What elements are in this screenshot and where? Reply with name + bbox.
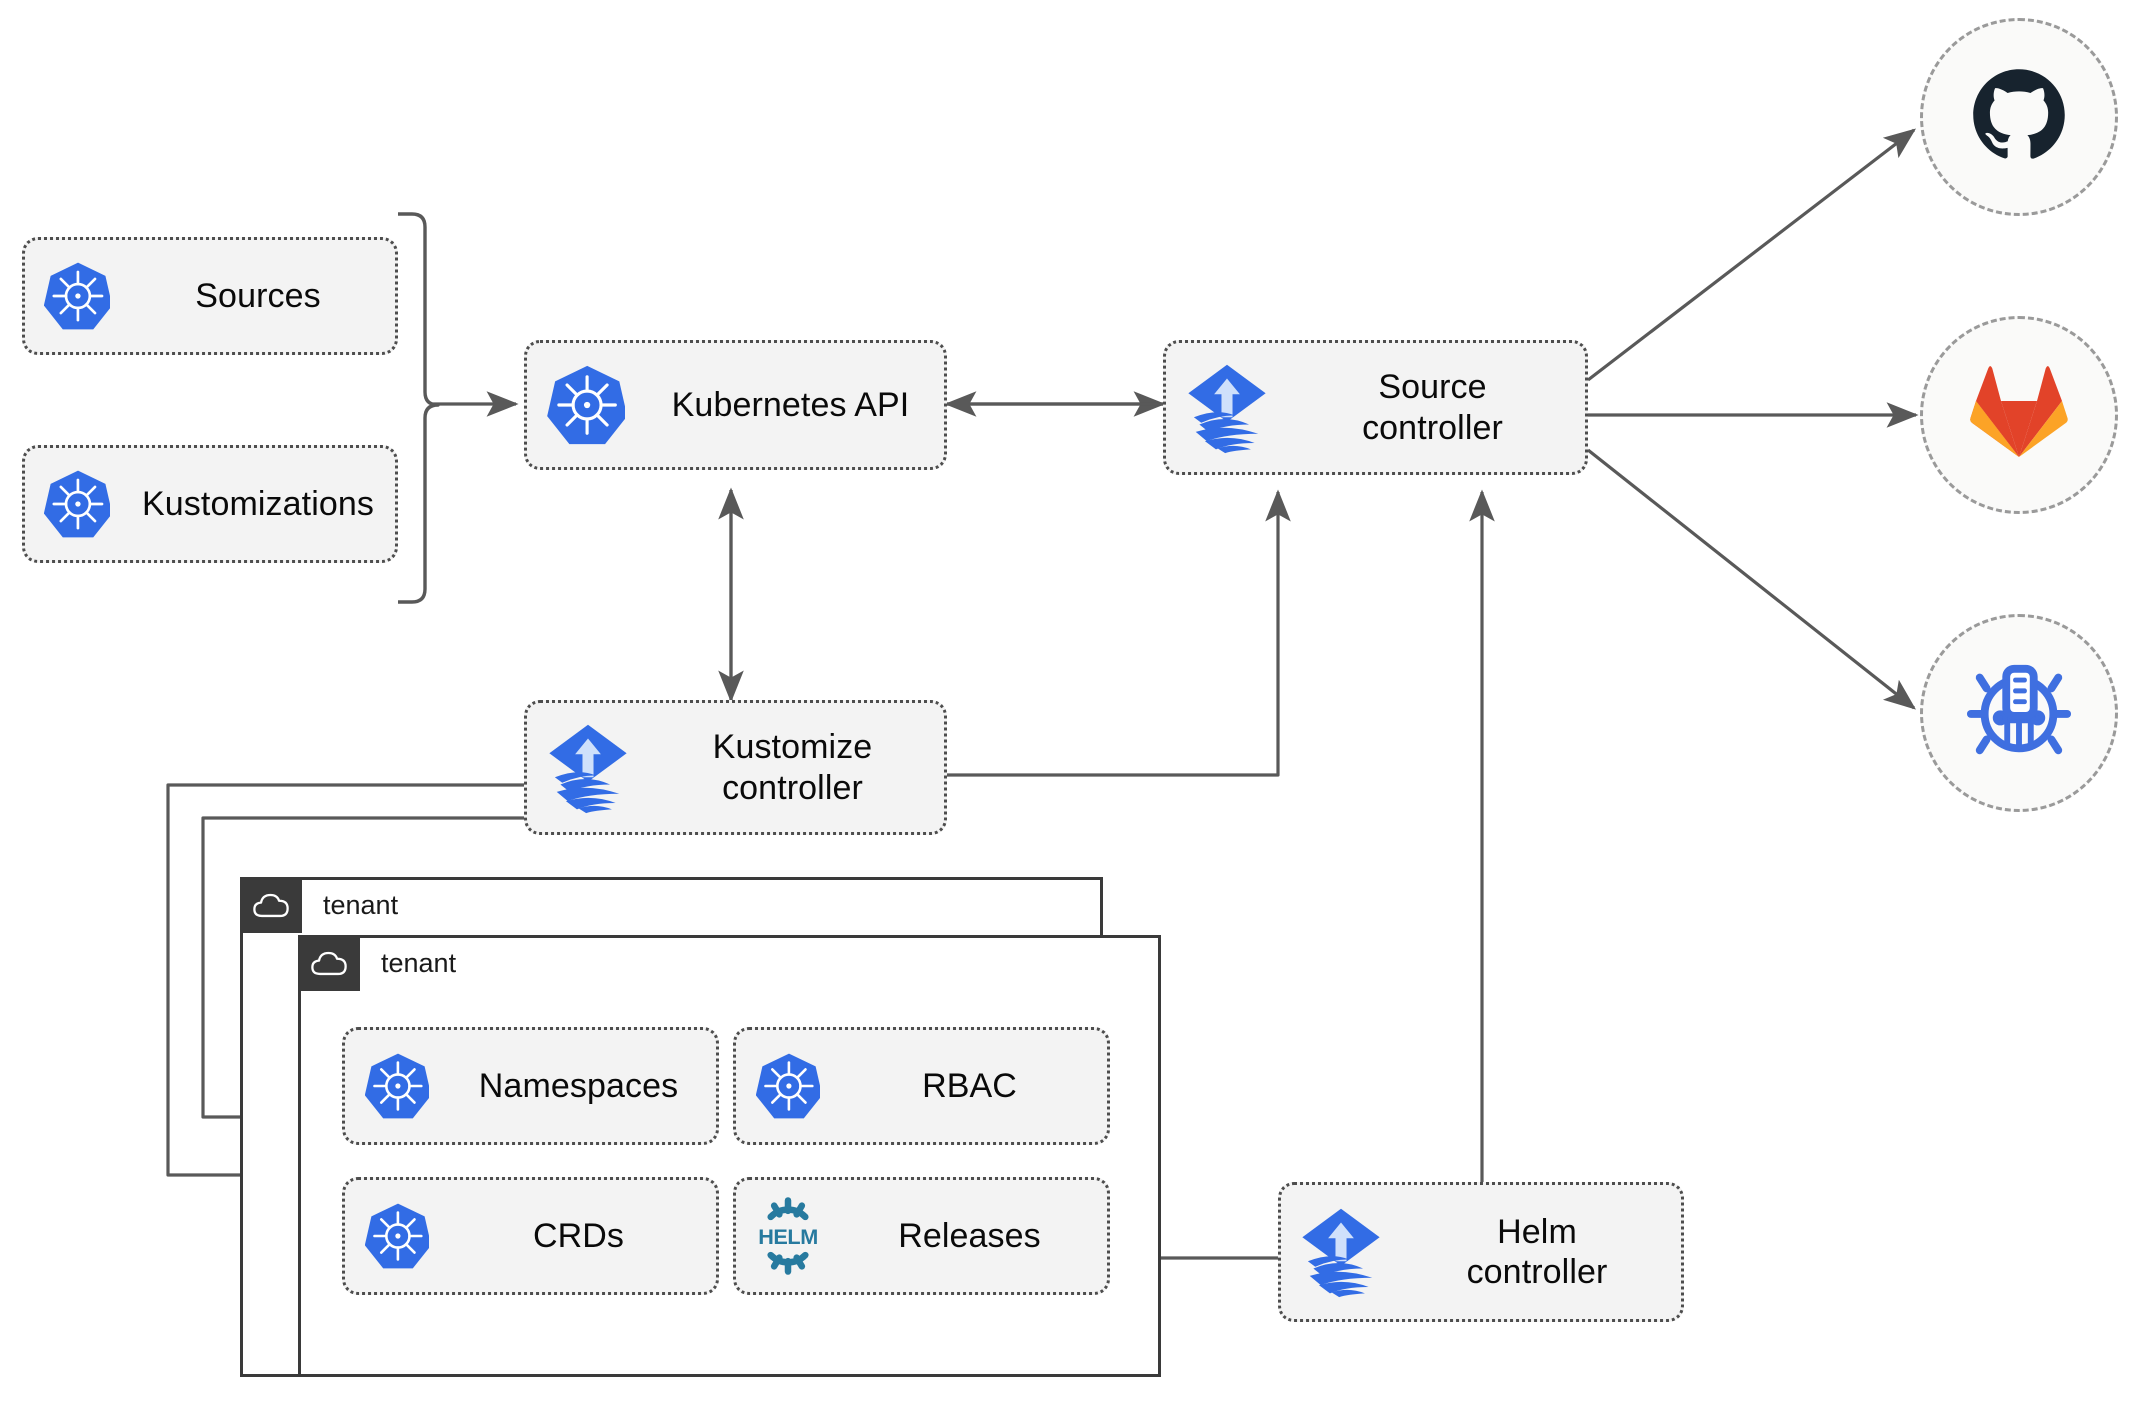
- github-icon: [1967, 63, 2071, 172]
- cloud-icon: [240, 877, 302, 933]
- flux-icon: [527, 720, 649, 816]
- node-sources[interactable]: Sources: [22, 237, 398, 355]
- provider-github[interactable]: [1920, 18, 2118, 216]
- node-kustomizations[interactable]: Kustomizations: [22, 445, 398, 563]
- node-label: Namespaces: [478, 1066, 679, 1105]
- tenant-label: tenant: [323, 889, 399, 920]
- node-namespaces[interactable]: Namespaces: [342, 1027, 719, 1145]
- node-source-controller[interactable]: Source controller: [1163, 340, 1588, 475]
- node-helm-controller[interactable]: Helm controller: [1278, 1182, 1684, 1322]
- node-kubernetes-api[interactable]: Kubernetes API: [524, 340, 947, 470]
- flux-icon: [1166, 360, 1288, 456]
- node-label: Releases: [898, 1216, 1041, 1255]
- bucket-icon: [1965, 657, 2073, 770]
- kubernetes-icon: [736, 1052, 840, 1120]
- tenant-label: tenant: [381, 947, 457, 978]
- kubernetes-icon: [25, 469, 129, 539]
- node-releases[interactable]: HELM Releases: [733, 1177, 1110, 1295]
- svg-text:HELM: HELM: [758, 1224, 818, 1249]
- tenant-box-inner[interactable]: tenant: [298, 935, 1161, 1377]
- gitlab-icon: [1969, 365, 2069, 466]
- kubernetes-icon: [527, 364, 645, 446]
- node-crds[interactable]: CRDs: [342, 1177, 719, 1295]
- kubernetes-icon: [345, 1202, 449, 1270]
- node-kustomize-controller[interactable]: Kustomize controller: [524, 700, 947, 835]
- node-label: CRDs: [532, 1216, 625, 1255]
- provider-bucket[interactable]: [1920, 614, 2118, 812]
- kubernetes-icon: [345, 1052, 449, 1120]
- node-label: Kubernetes API: [671, 385, 910, 424]
- helm-icon: HELM: [736, 1197, 840, 1275]
- kubernetes-icon: [25, 261, 129, 331]
- provider-gitlab[interactable]: [1920, 316, 2118, 514]
- node-label: Source controller: [1362, 368, 1503, 447]
- node-label: Sources: [195, 276, 321, 315]
- node-label: Kustomize controller: [712, 728, 873, 807]
- cloud-icon: [298, 935, 360, 991]
- flux-icon: [1281, 1204, 1401, 1300]
- node-label: Helm controller: [1466, 1212, 1608, 1291]
- node-label: RBAC: [922, 1066, 1017, 1105]
- node-rbac[interactable]: RBAC: [733, 1027, 1110, 1145]
- node-label: Kustomizations: [142, 484, 374, 523]
